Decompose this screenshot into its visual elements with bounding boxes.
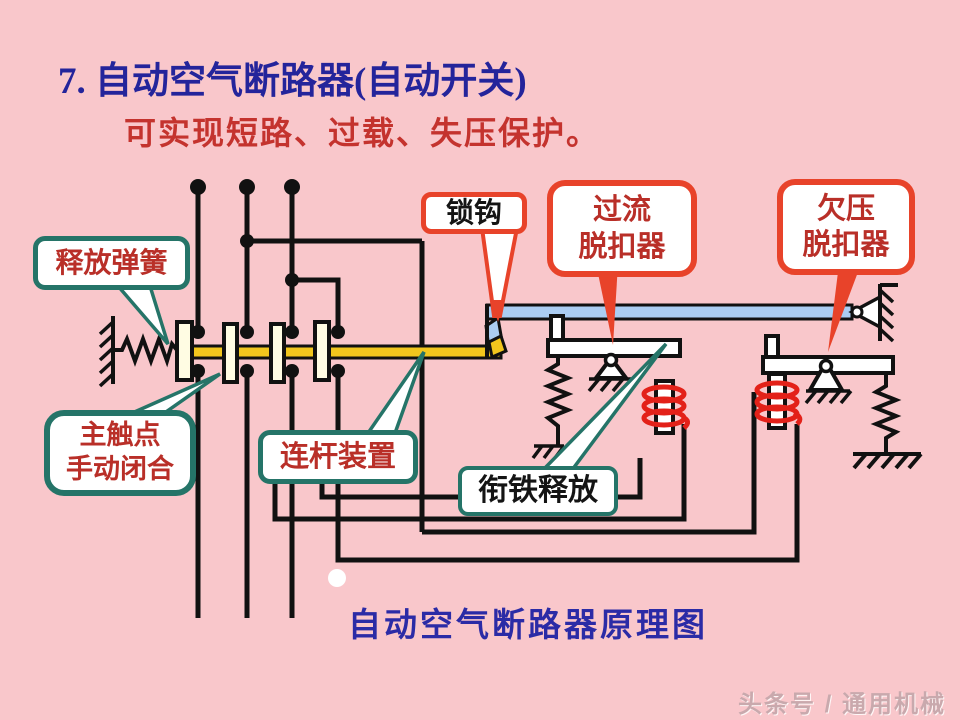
callout-release-spring: 释放弹簧 [33,236,190,290]
release-spring [113,333,183,368]
contact-dot [331,325,345,339]
release-spring-assembly [98,316,183,388]
page-subtitle: 可实现短路、过载、失压保护。 [124,115,601,151]
left-wall-hatching [98,320,115,388]
trip-bar [485,303,854,321]
circuit-wires [195,187,800,618]
junction-dot [285,273,299,287]
callout-label: 衔铁释放 [478,474,598,508]
terminal-dot [284,179,300,195]
undervoltage-pivot-ground [804,389,853,405]
junction-dot [240,234,254,248]
contact-dot [285,364,299,378]
overcurrent-coil-tail [680,414,690,430]
callout-label: 锁钩 [445,197,502,229]
contact-dot [285,325,299,339]
overcurrent-spring-ground [531,444,566,460]
terminal-dot [239,179,255,195]
contact-dot [331,364,345,378]
right-wall [878,283,898,341]
undervoltage-spring-ground [852,452,923,470]
return-wire-3 [422,392,757,535]
phase3-jog-wire [292,277,341,332]
callout-label-line2: 脱扣器 [578,230,666,263]
callout-main-contact: 主触点 手动闭合 [44,410,196,496]
callout-armature-release: 衔铁释放 [458,466,618,516]
callout-undervoltage-trip: 欠压 脱扣器 [777,179,915,275]
contact-dot [240,325,254,339]
callout-label: 释放弹簧 [55,247,168,279]
callout-label-line2: 手动闭合 [66,454,174,484]
callout-linkage: 连杆装置 [258,430,418,484]
white-dot-artifact [328,569,346,587]
terminal-dots [190,179,345,378]
undervoltage-spring [870,373,902,452]
lock-hook-yellow-tip [487,333,508,360]
overcurrent-spring [542,356,574,445]
return-wire-2 [272,424,687,522]
contact-plate [175,320,194,382]
pivot-circle [850,305,864,319]
contact-plate [269,322,286,384]
contact-dot [240,364,254,378]
page-title: 7. 自动空气断路器(自动开关) [58,61,527,102]
callout-label: 连杆装置 [279,440,396,473]
terminal-dot [190,179,206,195]
overcurrent-pivot-circle [603,352,619,368]
callout-overcurrent-trip: 过流 脱扣器 [547,180,697,277]
watermark: 头条号 / 通用机械 [737,691,946,718]
callout-lock-hook: 锁钩 [421,192,527,234]
right-wall-hatching [878,288,895,343]
contact-plate [313,320,331,382]
callout-label-line1: 主触点 [79,420,161,451]
trip-bar-pivot [848,283,898,343]
undervoltage-trip-device [754,334,923,470]
undervoltage-coil-tail [792,410,803,426]
main-contact-plates [175,320,331,384]
undervoltage-pivot-circle [818,358,834,374]
callout-label-line1: 过流 [592,194,651,227]
undervoltage-coil [754,380,803,426]
contact-dot [191,325,205,339]
callout-label-line1: 欠压 [816,192,875,225]
contact-plate [222,322,239,384]
callout-label-line2: 脱扣器 [802,229,890,261]
overcurrent-trip-device [531,314,690,460]
undervoltage-armature [767,372,787,430]
diagram-caption: 自动空气断路器原理图 [348,608,708,644]
overcurrent-pivot-ground [587,377,636,393]
